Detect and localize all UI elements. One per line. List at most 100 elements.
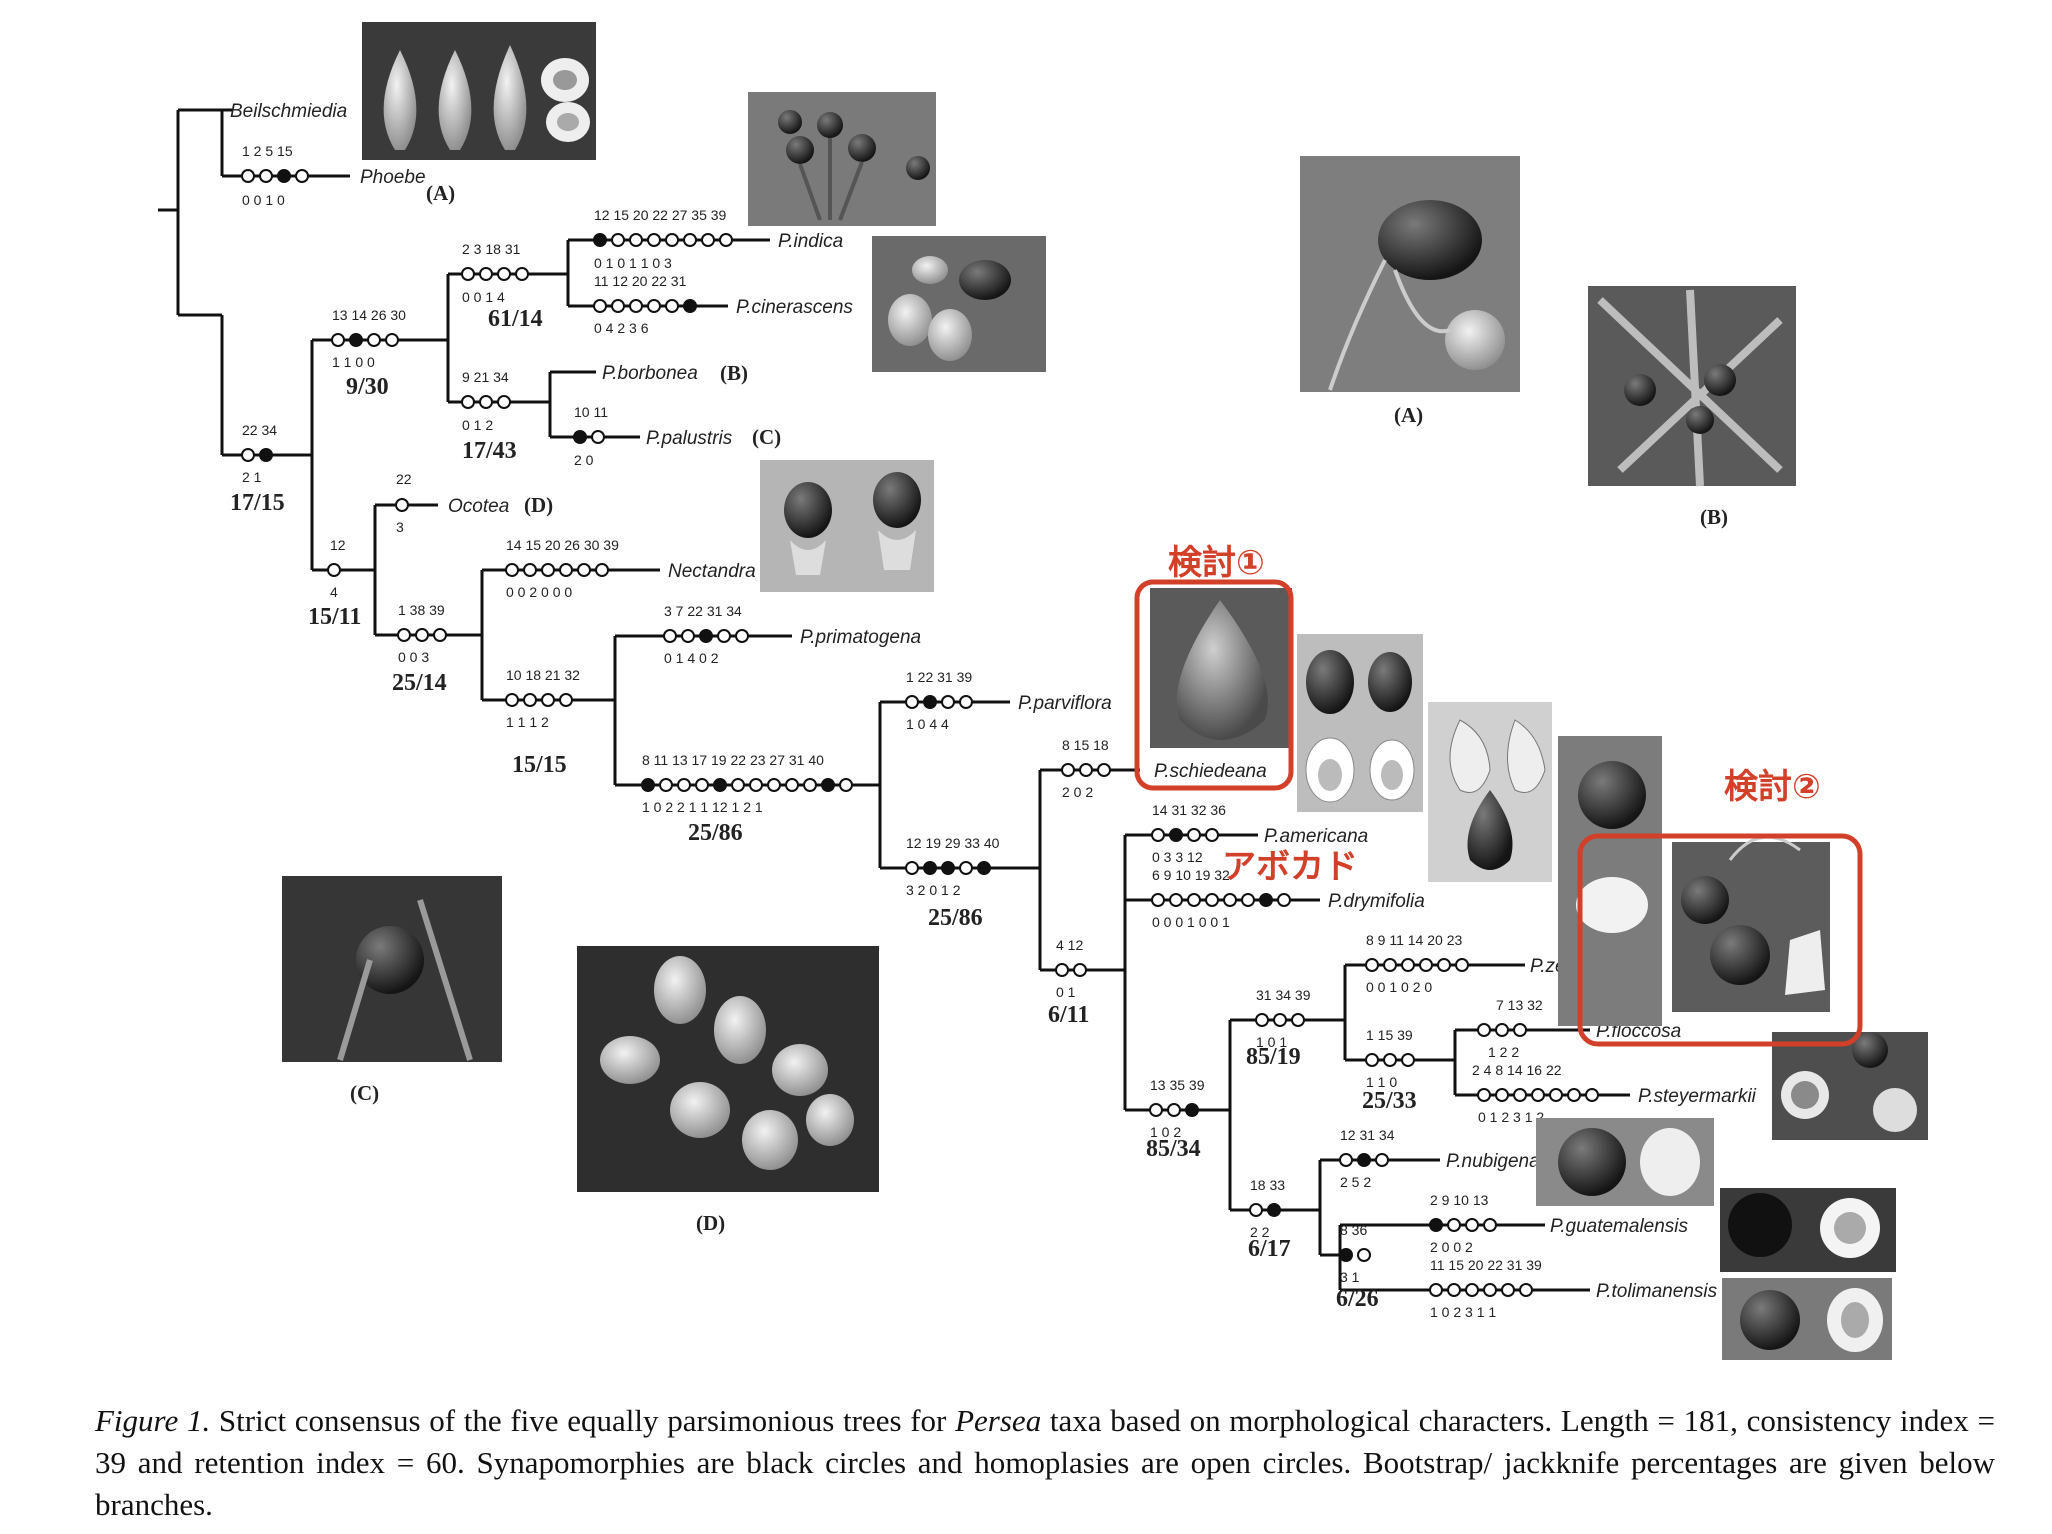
svg-text:13 14 26 30: 13 14 26 30 — [332, 307, 406, 323]
svg-text:3 7 22 31 34: 3 7 22 31 34 — [664, 603, 742, 619]
support-value: 9/30 — [346, 374, 389, 400]
support-value: 6/17 — [1248, 1236, 1291, 1262]
taxon-p-guatemalensis: P.guatemalensis — [1550, 1216, 1689, 1237]
highlight-box-study2 — [1577, 833, 1863, 1047]
photo-avocado — [1428, 702, 1552, 882]
taxon-p-americana: P.americana — [1264, 826, 1368, 847]
annotation-avocado: アボカド — [1222, 847, 1358, 887]
photo-p-indica — [748, 92, 936, 226]
svg-text:11 15 20 22 31 39: 11 15 20 22 31 39 — [1430, 1257, 1542, 1273]
photo-p-steyermarkii — [1772, 1032, 1928, 1140]
label-d-panel: (D) — [696, 1211, 725, 1235]
svg-text:3: 3 — [396, 519, 404, 535]
taxon-p-tolimanensis: P.tolimanensis — [1596, 1281, 1718, 1302]
svg-text:0 1 2: 0 1 2 — [462, 417, 493, 433]
svg-text:0 1 0 1 1 0 3: 0 1 0 1 1 0 3 — [594, 255, 672, 271]
support-value: 15/11 — [308, 604, 361, 630]
svg-text:18 33: 18 33 — [1250, 1177, 1285, 1193]
svg-text:22: 22 — [396, 471, 412, 487]
photo-p-cinerascens — [872, 236, 1046, 372]
svg-text:0 3 3 12: 0 3 3 12 — [1152, 849, 1203, 865]
support-values: 17/15 9/30 61/14 17/43 15/11 25/14 15/15… — [230, 306, 1417, 1312]
svg-text:1 38 39: 1 38 39 — [398, 602, 445, 618]
svg-text:0 1: 0 1 — [1056, 984, 1076, 1000]
support-value: 85/34 — [1146, 1136, 1201, 1162]
svg-text:1 0 2 3 1 1: 1 0 2 3 1 1 — [1430, 1304, 1496, 1320]
annotations: 検討① 検討② アボカド — [1134, 543, 1863, 1047]
photo-phoebe — [362, 22, 596, 160]
taxon-p-schiedeana: P.schiedeana — [1154, 761, 1267, 782]
photo-p-guatemalensis — [1720, 1188, 1896, 1272]
svg-text:1 0 4 4: 1 0 4 4 — [906, 716, 949, 732]
taxon-p-palustris: P.palustris — [646, 428, 733, 449]
svg-text:1 0 1: 1 0 1 — [1256, 1034, 1287, 1050]
svg-text:2 2: 2 2 — [1250, 1224, 1270, 1240]
photo-p-nubigena — [1536, 1118, 1714, 1206]
caption-text-1: Strict consensus of the five equally par… — [210, 1403, 956, 1438]
svg-text:4: 4 — [330, 584, 338, 600]
svg-text:2 9 10 13: 2 9 10 13 — [1430, 1192, 1489, 1208]
label-c-panel: (C) — [350, 1081, 379, 1105]
photo-p-tolimanensis — [1722, 1278, 1892, 1360]
support-value: 17/15 — [230, 490, 285, 516]
photo-p-floccosa — [1672, 835, 1830, 1012]
svg-text:9 21 34: 9 21 34 — [462, 369, 509, 385]
photo-panel-c — [282, 876, 502, 1062]
label-a-phoebe: (A) — [426, 181, 455, 205]
caption-text-2: taxa based on morphological characters. … — [95, 1403, 1995, 1522]
annotation-study1: 検討① — [1168, 543, 1265, 583]
svg-text:12: 12 — [330, 537, 346, 553]
taxon-p-cinerascens: P.cinerascens — [736, 297, 853, 318]
support-value: 25/14 — [392, 670, 447, 696]
taxon-nectandra: Nectandra — [668, 561, 756, 582]
svg-text:2 5 2: 2 5 2 — [1340, 1174, 1371, 1190]
taxon-ocotea: Ocotea — [448, 496, 509, 517]
svg-text:6 9 10 19 32: 6 9 10 19 32 — [1152, 867, 1230, 883]
svg-text:11 12 20 22 31: 11 12 20 22 31 — [594, 273, 687, 289]
svg-text:0 0 1 0: 0 0 1 0 — [242, 192, 285, 208]
svg-text:14 15 20 26 30 39: 14 15 20 26 30 39 — [506, 537, 619, 553]
svg-text:22 34: 22 34 — [242, 422, 277, 438]
taxon-p-parviflora: P.parviflora — [1018, 693, 1112, 714]
label-c-palustris: (C) — [752, 425, 781, 449]
support-value: 15/15 — [512, 752, 567, 778]
label-b-borbonea: (B) — [720, 361, 748, 385]
support-value: 6/26 — [1336, 1286, 1379, 1312]
svg-text:1 0 2 2 1 1 12 1 2 1: 1 0 2 2 1 1 12 1 2 1 — [642, 799, 763, 815]
svg-text:0 0 1 4: 0 0 1 4 — [462, 289, 505, 305]
svg-text:1 22 31 39: 1 22 31 39 — [906, 669, 972, 685]
svg-text:0 0 3: 0 0 3 — [398, 649, 429, 665]
taxon-p-borbonea: P.borbonea — [602, 363, 698, 384]
svg-text:10 18 21 32: 10 18 21 32 — [506, 667, 580, 683]
svg-text:8 36: 8 36 — [1340, 1222, 1367, 1238]
svg-text:8 11 13 17 19 22 23 27 31 40: 8 11 13 17 19 22 23 27 31 40 — [642, 752, 824, 768]
svg-text:4 12: 4 12 — [1056, 937, 1083, 953]
svg-text:1 1 0: 1 1 0 — [1366, 1074, 1397, 1090]
svg-text:2 1: 2 1 — [242, 469, 262, 485]
svg-text:0 0 1 0 2 0: 0 0 1 0 2 0 — [1366, 979, 1432, 995]
svg-text:2 0 0 2: 2 0 0 2 — [1430, 1239, 1473, 1255]
photo-panel-d — [577, 946, 879, 1192]
svg-text:0 1 2 3 1 2: 0 1 2 3 1 2 — [1478, 1109, 1544, 1125]
label-d-ocotea: (D) — [524, 493, 553, 517]
svg-text:12 19 29 33 40: 12 19 29 33 40 — [906, 835, 1000, 851]
support-value: 6/11 — [1048, 1002, 1089, 1028]
photo-nectandra — [760, 460, 934, 592]
character-numbers: 1 2 5 15 0 0 1 0 22 34 2 1 13 14 26 30 1… — [242, 143, 1562, 1320]
svg-text:0 4 2 3 6: 0 4 2 3 6 — [594, 320, 649, 336]
svg-text:1 1 0 0: 1 1 0 0 — [332, 354, 375, 370]
caption-figure-label: Figure 1. — [95, 1403, 211, 1438]
photo-panel-b — [1588, 286, 1796, 487]
taxon-beilschmiedia: Beilschmiedia — [230, 101, 347, 122]
photo-p-schiedeana — [1150, 588, 1292, 748]
taxon-p-drymifolia: P.drymifolia — [1328, 891, 1425, 912]
svg-text:2 4 8 14 16 22: 2 4 8 14 16 22 — [1472, 1062, 1562, 1078]
svg-text:7 13 32: 7 13 32 — [1496, 997, 1543, 1013]
fruit-photos — [282, 22, 1928, 1360]
annotation-study2: 検討② — [1724, 767, 1821, 807]
highlight-box-study1 — [1134, 579, 1294, 791]
photo-p-floccosa-tall — [1558, 736, 1662, 1026]
svg-text:0 1 4 0 2: 0 1 4 0 2 — [664, 650, 719, 666]
taxon-p-floccosa: P.floccosa — [1596, 1021, 1681, 1042]
label-b-panel: (B) — [1700, 505, 1728, 529]
